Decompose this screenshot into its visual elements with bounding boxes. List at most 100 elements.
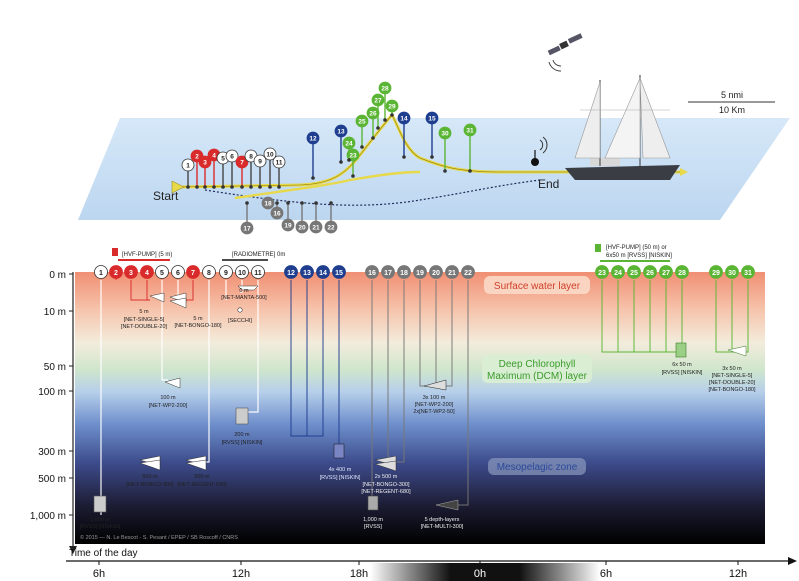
cast-line [300,280,324,437]
svg-text:200 m: 200 m [234,432,250,438]
station-circle [461,265,475,279]
cast-line [715,280,738,353]
svg-text:[NET-WP2-200]: [NET-WP2-200] [415,402,454,408]
station-number: 18 [400,270,408,277]
start-arrow [171,180,185,194]
time-tick-label: 12h [729,568,747,580]
ship-icon [565,75,680,180]
map-pin-base [329,201,333,205]
svg-text:[NET-BONGO-180]: [NET-BONGO-180] [174,323,222,329]
svg-text:[RVSS]: [RVSS] [364,524,382,530]
station-circle [124,265,138,279]
map-pin-base [360,145,364,149]
map-pin-circle [346,148,360,162]
map-pin-circle [425,111,439,125]
svg-text:[NET-REGENT-680]: [NET-REGENT-680] [361,489,411,495]
map-pin-number: 17 [243,226,251,233]
end-arrow [680,168,688,176]
map-pin-base [376,126,380,130]
cast-line [240,280,243,293]
map-pin-number: 27 [374,98,382,105]
map-pin-number: 18 [264,201,272,208]
station-number: 8 [207,270,211,277]
map-pin-base [430,155,434,159]
depth-label: 300 m [38,447,66,458]
map-pin-base [277,185,281,189]
svg-text:[NET-DOUBLE-20]: [NET-DOUBLE-20] [709,380,756,386]
station-number: 25 [630,270,638,277]
map-pin-circle [385,99,399,113]
map-pin-circle [324,220,338,234]
map-pin-circle [438,126,452,140]
station-number: 13 [303,270,311,277]
map-pin-base [249,185,253,189]
map-pin-base [212,185,216,189]
map-pin-number: 22 [327,225,335,232]
svg-text:3x 50 m: 3x 50 m [722,366,742,372]
start-label: Start [153,189,179,203]
station-number: 5 [160,270,164,277]
station-number: 10 [238,270,246,277]
credit-text: © 2015 — N. Le Bescot - S. Pesant / EPEP… [80,534,238,541]
station-circle [413,265,427,279]
map-pin-number: 3 [203,160,207,167]
station-number: 22 [464,270,472,277]
station-number: 6 [176,270,180,277]
station-number: 17 [384,270,392,277]
map-pin-base [221,185,225,189]
end-label: End [538,177,559,191]
net-icon [185,455,207,471]
station-number: 15 [335,270,343,277]
svg-text:[NET-WP2-200]: [NET-WP2-200] [149,403,188,409]
map-pin-number: 30 [441,131,449,138]
map-pin-base [203,185,207,189]
svg-text:[NET-BONGO-300]: [NET-BONGO-300] [362,482,410,488]
map-pin-circle [261,196,275,210]
station-circle [300,265,314,279]
station-circle [94,265,108,279]
satellite-icon [547,33,583,72]
map-pin-base [390,113,394,117]
station-number: 27 [662,270,670,277]
map-pin-number: 31 [466,128,474,135]
net-icon [139,455,161,471]
station-circle [659,265,673,279]
net-icon [435,499,459,511]
depth-label: 500 m [38,474,66,485]
station-number: 19 [416,270,424,277]
map-pin-number: 10 [266,152,274,159]
station-circle [251,265,265,279]
station-circle [186,265,200,279]
svg-text:Surface water layer: Surface water layer [494,281,581,292]
map-pin-base [383,118,387,122]
map-pin-circle [198,155,212,169]
station-circle [725,265,739,279]
station-circle [595,265,609,279]
cast-line [161,280,168,381]
time-tick-label: 0h [474,568,486,580]
net-icon [169,292,187,309]
time-tick-label: 12h [232,568,250,580]
svg-text:[NET-MANTA-500]: [NET-MANTA-500] [221,295,267,301]
svg-text:[RVSS] [NISKIN]: [RVSS] [NISKIN] [222,440,263,446]
time-tick-label: 18h [350,568,368,580]
svg-text:[NET-MULTI-300]: [NET-MULTI-300] [421,524,464,530]
map-pin-circle [397,111,411,125]
map-pin-circle [295,220,309,234]
map-pin-circle [366,106,380,120]
map-pin-number: 1 [186,163,190,170]
map-pin-base [351,174,355,178]
station-number: 11 [254,270,262,277]
station-circle [316,265,330,279]
station-circle [643,265,657,279]
map-pin-base [240,185,244,189]
scale-nmi: 5 nmi [721,90,743,100]
map-pin-base [286,201,290,205]
svg-text:[NET-SINGLE-5]: [NET-SINGLE-5] [712,373,753,379]
map-pin-base [275,201,279,205]
map-pin-base [230,185,234,189]
map-pin-number: 5 [221,156,225,163]
station-circle [140,265,154,279]
map-pin-base [339,160,343,164]
